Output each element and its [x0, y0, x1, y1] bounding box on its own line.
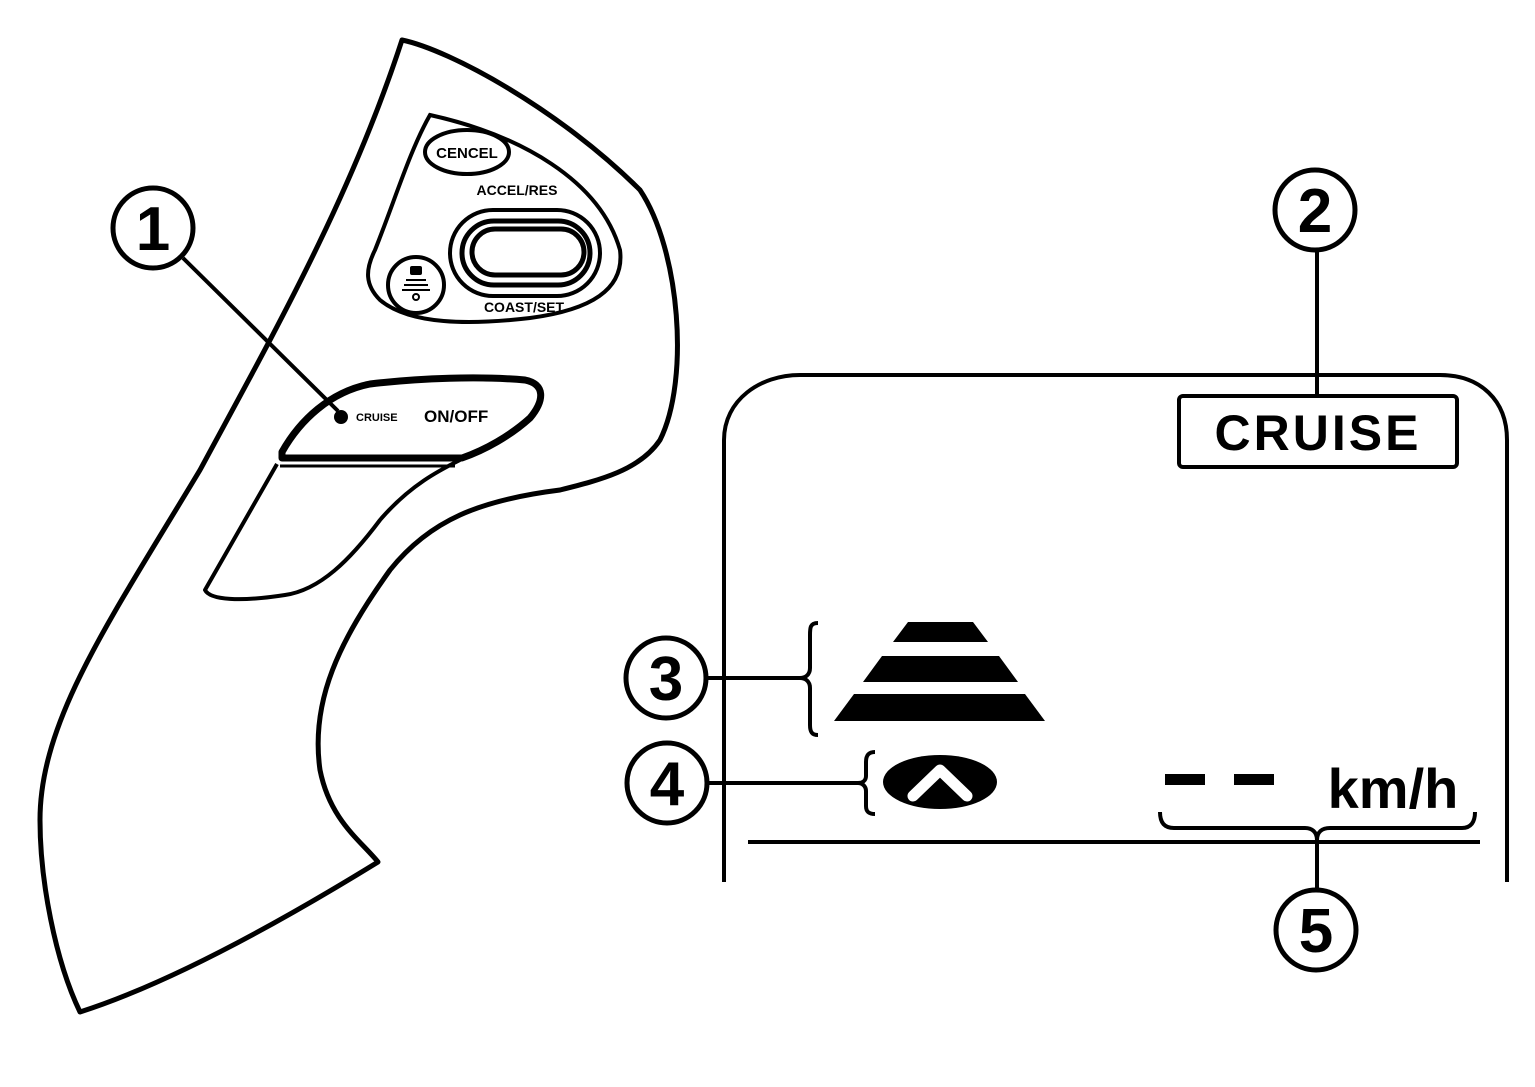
- cruise-indicator-light: [334, 410, 348, 424]
- chevron-up-icon: [907, 764, 973, 802]
- display-frame: [722, 373, 1509, 882]
- meter-display: CRUISE km/h: [722, 373, 1509, 882]
- svg-text:4: 4: [650, 750, 685, 819]
- distance-bars-icon: [834, 622, 1045, 721]
- cruise-onoff-switch[interactable]: [203, 374, 545, 602]
- cancel-button[interactable]: [423, 128, 511, 176]
- callout-4: 4: [624, 740, 876, 826]
- callouts: 1 2 3 4 5: [110, 167, 1477, 973]
- svg-text:3: 3: [649, 645, 683, 714]
- set-distance-indicator: [883, 755, 997, 809]
- accel-res-label: ACCEL/RES: [477, 182, 558, 198]
- cruise-switch-label: CRUISE: [356, 412, 398, 424]
- vehicle-distance-icon: [402, 266, 430, 301]
- callout-5: 5: [1158, 811, 1477, 973]
- distance-button[interactable]: [386, 255, 446, 315]
- callout-1: 1: [110, 185, 340, 413]
- svg-text:5: 5: [1299, 897, 1333, 966]
- accel-coast-rocker[interactable]: [448, 208, 602, 298]
- callout-2: 2: [1272, 167, 1358, 396]
- speed-dash-1: [1165, 774, 1205, 785]
- svg-text:2: 2: [1298, 177, 1332, 246]
- cancel-label: CENCEL: [436, 145, 498, 162]
- steering-switch-panel: CENCEL ACCEL/RES COAST/SET: [37, 37, 680, 1015]
- callout-3: 3: [623, 621, 819, 737]
- onoff-label: ON/OFF: [424, 407, 488, 426]
- speed-unit: km/h: [1328, 757, 1459, 820]
- speed-dash-2: [1234, 774, 1274, 785]
- svg-text:1: 1: [136, 195, 170, 264]
- coast-set-label: COAST/SET: [484, 299, 565, 315]
- cruise-indicator-text: CRUISE: [1215, 405, 1422, 461]
